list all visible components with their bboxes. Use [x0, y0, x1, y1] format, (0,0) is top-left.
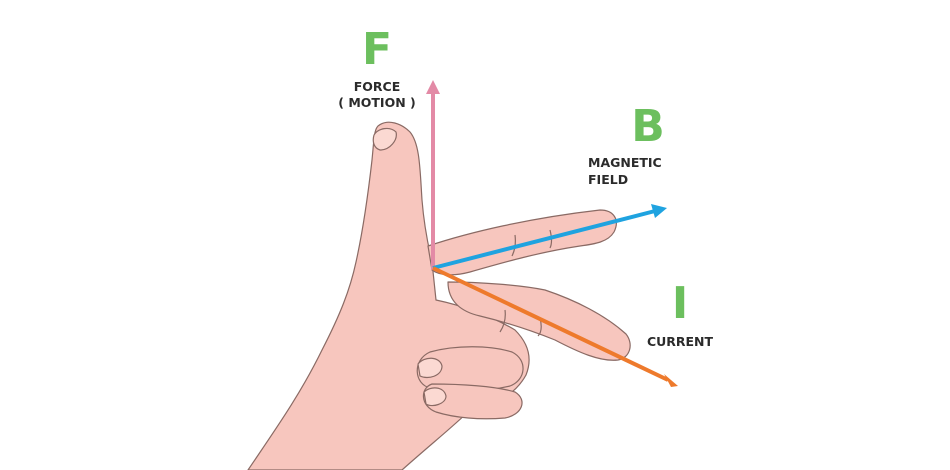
curled-finger-lower	[422, 383, 523, 420]
force-letter: F	[362, 24, 392, 75]
field-label-line1: MAGNETIC	[588, 155, 662, 170]
field-letter: B	[631, 101, 665, 152]
finger-nail-upper	[417, 357, 443, 379]
current-arrowhead	[664, 374, 678, 387]
current-letter: I	[672, 278, 688, 329]
current-label: CURRENT	[647, 334, 714, 349]
curled-finger-upper	[416, 346, 524, 392]
index-finger	[427, 209, 617, 276]
field-arrow	[432, 209, 656, 270]
hand-illustration	[247, 121, 631, 470]
current-arrow	[432, 266, 669, 382]
finger-nail-lower	[423, 387, 447, 407]
force-label-line1: FORCE	[354, 79, 401, 94]
labels: F FORCE ( MOTION ) B MAGNETIC FIELD I CU…	[338, 24, 713, 349]
force-arrowhead	[426, 80, 440, 94]
field-arrowhead	[651, 204, 667, 218]
thumb-nail	[372, 127, 397, 151]
field-label-line2: FIELD	[588, 172, 628, 187]
vector-arrows	[426, 80, 678, 387]
force-label-line2: ( MOTION )	[338, 95, 415, 110]
